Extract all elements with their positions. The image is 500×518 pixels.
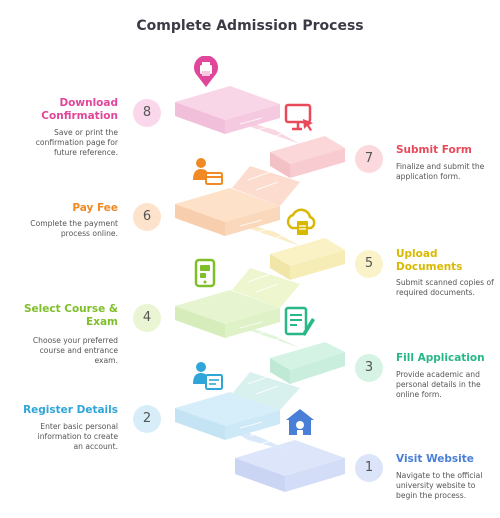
landing-5 xyxy=(270,238,345,266)
printer-icon xyxy=(192,55,220,92)
step-1-title: Visit Website xyxy=(396,453,474,465)
step-number-3: 3 xyxy=(355,354,383,382)
step-1-desc: Navigate to the official university webs… xyxy=(396,471,483,500)
page-title: Complete Admission Process xyxy=(136,18,364,34)
step-7-desc: Finalize and submit the application form… xyxy=(396,162,485,181)
landing-4 xyxy=(175,290,280,324)
step-number-7: 7 xyxy=(355,145,383,173)
step-number-4: 4 xyxy=(133,304,161,332)
step-3-desc: Provide academic and personal details in… xyxy=(396,370,481,399)
landing-8 xyxy=(175,86,280,120)
landing-2 xyxy=(175,392,280,426)
step-6-title: Pay Fee xyxy=(72,202,118,214)
mobile-app-icon xyxy=(194,258,216,292)
step-3-title: Fill Application xyxy=(396,352,485,364)
landing-3 xyxy=(270,342,345,370)
landing-6 xyxy=(175,188,280,222)
step-2-title: Register Details xyxy=(23,404,118,416)
form-pen-icon xyxy=(284,306,316,342)
step-number-1: 1 xyxy=(355,454,383,482)
step-5-desc: Submit scanned copies of required docume… xyxy=(396,278,494,297)
monitor-click-icon xyxy=(284,102,316,138)
step-number-6: 6 xyxy=(133,203,161,231)
step-4-desc: Choose your preferred course and entranc… xyxy=(32,336,118,365)
cloud-upload-icon xyxy=(284,208,318,242)
step-7-title: Submit Form xyxy=(396,144,472,156)
step-2-desc: Enter basic personal information to crea… xyxy=(37,422,118,451)
step-number-5: 5 xyxy=(355,250,383,278)
step-5-title: Upload Documents xyxy=(396,248,463,273)
step-number-2: 2 xyxy=(133,405,161,433)
landing-1 xyxy=(235,440,345,476)
step-4-title: Select Course & Exam xyxy=(23,303,118,328)
step-number-8: 8 xyxy=(133,99,161,127)
user-card-payment-icon xyxy=(192,156,224,192)
landing-7 xyxy=(270,136,345,164)
user-id-card-icon xyxy=(192,360,224,396)
university-icon xyxy=(284,406,316,442)
step-8-desc: Save or print the confirmation page for … xyxy=(35,128,118,157)
step-6-desc: Complete the payment process online. xyxy=(30,219,118,238)
step-8-title: Download Confirmation xyxy=(41,97,118,122)
